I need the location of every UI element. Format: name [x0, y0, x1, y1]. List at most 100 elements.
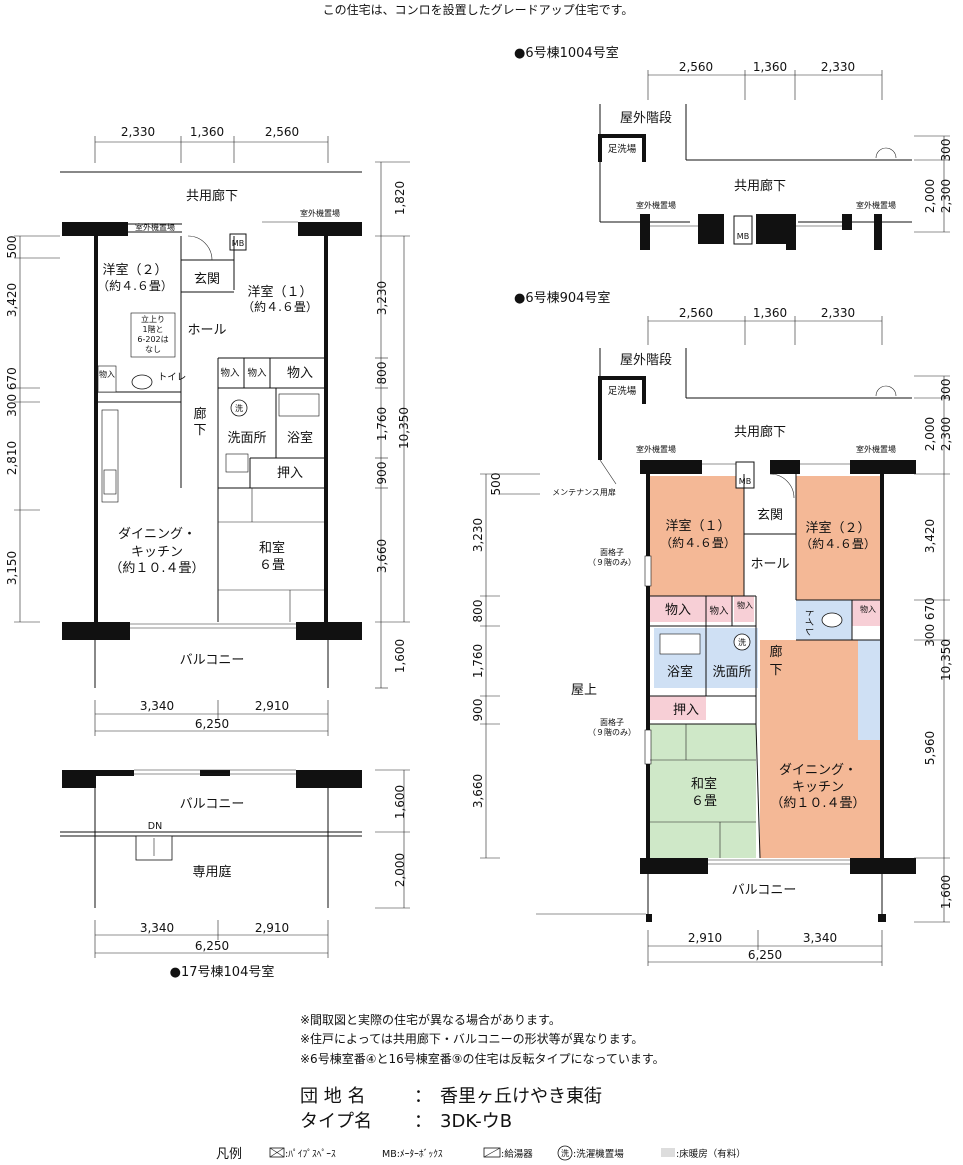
- estate-name: 香里ヶ丘けやき東街: [440, 1086, 602, 1107]
- note-1: ※間取図と実際の住宅が異なる場合があります。: [300, 1012, 561, 1027]
- left-washer-mark: 洗: [235, 403, 243, 413]
- top-right-outdoor-2: 室外機置場: [856, 200, 896, 210]
- right-storage-a: 物入: [709, 605, 729, 617]
- lower-dim-bottom-3: 6,250: [195, 939, 229, 953]
- left-outdoor-unit-2: 室外機置場: [300, 208, 340, 218]
- lower-dim-right-1: 1,600: [393, 785, 407, 819]
- right-storage: 物入: [665, 603, 691, 618]
- left-dim-right-8: 1,600: [393, 639, 407, 673]
- right-corridor-in-1: 廊: [769, 644, 782, 660]
- right-maint-door: メンテナンス用扉: [552, 487, 616, 497]
- left-hall: ホール: [187, 323, 226, 338]
- left-dim-top-1: 2,330: [121, 125, 155, 139]
- left-dim-bottom-2: 2,910: [255, 699, 289, 713]
- left-room-western2: 洋室（２）: [102, 262, 167, 278]
- top-right-stairs: 屋外階段: [620, 111, 672, 126]
- right-japanese-fill: [650, 724, 756, 858]
- right-washroom: 洗面所: [712, 665, 751, 680]
- top-right-dim-3: 2,330: [821, 60, 855, 74]
- left-common-corridor: 共用廊下: [186, 188, 238, 204]
- right-dim-right-2: 2,300: [939, 417, 953, 451]
- right-toilet: トイレ: [803, 608, 814, 637]
- right-dim-left-2: 3,230: [471, 518, 485, 552]
- right-storage-c: 物入: [860, 604, 876, 614]
- lower-left-plan: バルコニー DN 専用庭 1,600 2,000 3,340 2,910 6,2…: [60, 769, 410, 980]
- left-dim-right-6: 900: [375, 462, 389, 485]
- left-dk2: キッチン: [131, 545, 183, 560]
- right-stairs: 屋外階段: [620, 353, 672, 368]
- left-room-western2-size: （約４.６畳）: [97, 278, 173, 293]
- right-corridor: 共用廊下: [734, 424, 786, 440]
- left-bath: 浴室: [287, 430, 313, 446]
- note-3: ※6号棟室番④と16号棟室番⑨の住宅は反転タイプになっています。: [300, 1051, 665, 1066]
- legend-wash-symbol: 洗: [561, 1148, 569, 1158]
- right-dk-size: （約１０.４畳）: [770, 796, 865, 811]
- type-sep: ：: [414, 1111, 432, 1132]
- left-dim-left-3: 300 670: [5, 367, 19, 417]
- top-right-dim-1: 2,560: [679, 60, 713, 74]
- right-outdoor-1: 室外機置場: [636, 444, 676, 454]
- right-room-western2-size: （約４.６畳）: [800, 536, 876, 551]
- left-storage-a: 物入: [220, 367, 240, 379]
- lower-dn: DN: [148, 821, 162, 832]
- right-japanese-room: 和室: [691, 776, 717, 792]
- left-corridor-in-2: 下: [193, 423, 206, 438]
- right-washer-mark: 洗: [738, 637, 746, 647]
- type-name: 3DK-ウB: [440, 1111, 512, 1132]
- right-dim-left-3: 800: [471, 600, 485, 623]
- right-storage-b: 物入: [737, 600, 753, 610]
- top-right-mb: MB: [737, 232, 749, 241]
- right-dim-top-2: 1,360: [753, 306, 787, 320]
- right-storage-fill: [650, 596, 706, 622]
- top-right-plan: ●6号棟1004号室 2,560 1,360 2,330 屋外階段 足洗場 共用…: [514, 45, 953, 250]
- right-dim-right-8: 1,600: [939, 875, 953, 909]
- left-closet: 押入: [277, 466, 303, 481]
- right-grille-1b: （９階のみ）: [588, 557, 636, 567]
- left-dim-right-5: 10,350: [397, 407, 411, 449]
- right-dim-right-3: 2,000: [923, 417, 937, 451]
- left-storage-small: 物入: [99, 369, 115, 379]
- estate-sep: ：: [414, 1086, 432, 1107]
- right-dim-right-4: 3,420: [923, 519, 937, 553]
- right-balcony: バルコニー: [732, 883, 797, 898]
- top-right-dim-right-1: 300: [939, 139, 953, 162]
- right-caption: ●6号棟904号室: [514, 290, 610, 306]
- right-dk: ダイニング・: [779, 763, 857, 778]
- left-room-western1: 洋室（１）: [247, 284, 312, 300]
- right-room-western2: 洋室（２）: [805, 520, 870, 536]
- right-dim-bottom-2: 3,340: [803, 931, 837, 945]
- right-room-western1-size: （約４.６畳）: [660, 535, 736, 550]
- washer-icon: [557, 1145, 573, 1161]
- left-toilet: トイレ: [158, 372, 187, 383]
- right-japanese-room-size: ６畳: [691, 794, 717, 809]
- right-outdoor-2: 室外機置場: [856, 444, 896, 454]
- left-dim-left-2: 3,420: [5, 283, 19, 317]
- left-dim-top-3: 2,560: [265, 125, 299, 139]
- top-right-caption: ●6号棟1004号室: [514, 45, 619, 61]
- left-mb: MB: [232, 239, 244, 248]
- right-dim-right-7: 5,960: [923, 731, 937, 765]
- left-japanese-room: 和室: [259, 540, 285, 556]
- right-grille-2b: （９階のみ）: [588, 727, 636, 737]
- right-mb: MB: [739, 477, 751, 486]
- legend-water-heater: :給湯器: [501, 1148, 533, 1160]
- right-dim-top-3: 2,330: [821, 306, 855, 320]
- left-dim-right-4: 1,760: [375, 407, 389, 441]
- right-bath: 浴室: [667, 664, 693, 680]
- lower-dim-bottom-1: 3,340: [140, 921, 174, 935]
- right-grille-2: 面格子: [600, 717, 624, 727]
- right-room-western1-fill: [650, 476, 744, 596]
- right-room-western2-fill: [796, 476, 880, 600]
- right-room-western1: 洋室（１）: [665, 518, 730, 534]
- lower-caption: ●17号棟104号室: [170, 964, 275, 980]
- lower-dim-right-2: 2,000: [393, 853, 407, 887]
- left-room-western1-size: （約４.６畳）: [242, 299, 318, 314]
- floor-heating-icon: [661, 1148, 675, 1157]
- lower-garden: 専用庭: [192, 864, 231, 880]
- right-floor-plan: ●6号棟904号室 2,560 1,360 2,330 屋外階段 足洗場 共用廊…: [471, 290, 953, 966]
- legend-washer: :洗濯機置場: [573, 1148, 624, 1160]
- right-dk2: キッチン: [792, 780, 844, 795]
- left-dim-right-7: 3,660: [375, 539, 389, 573]
- right-entrance: 玄関: [757, 508, 783, 523]
